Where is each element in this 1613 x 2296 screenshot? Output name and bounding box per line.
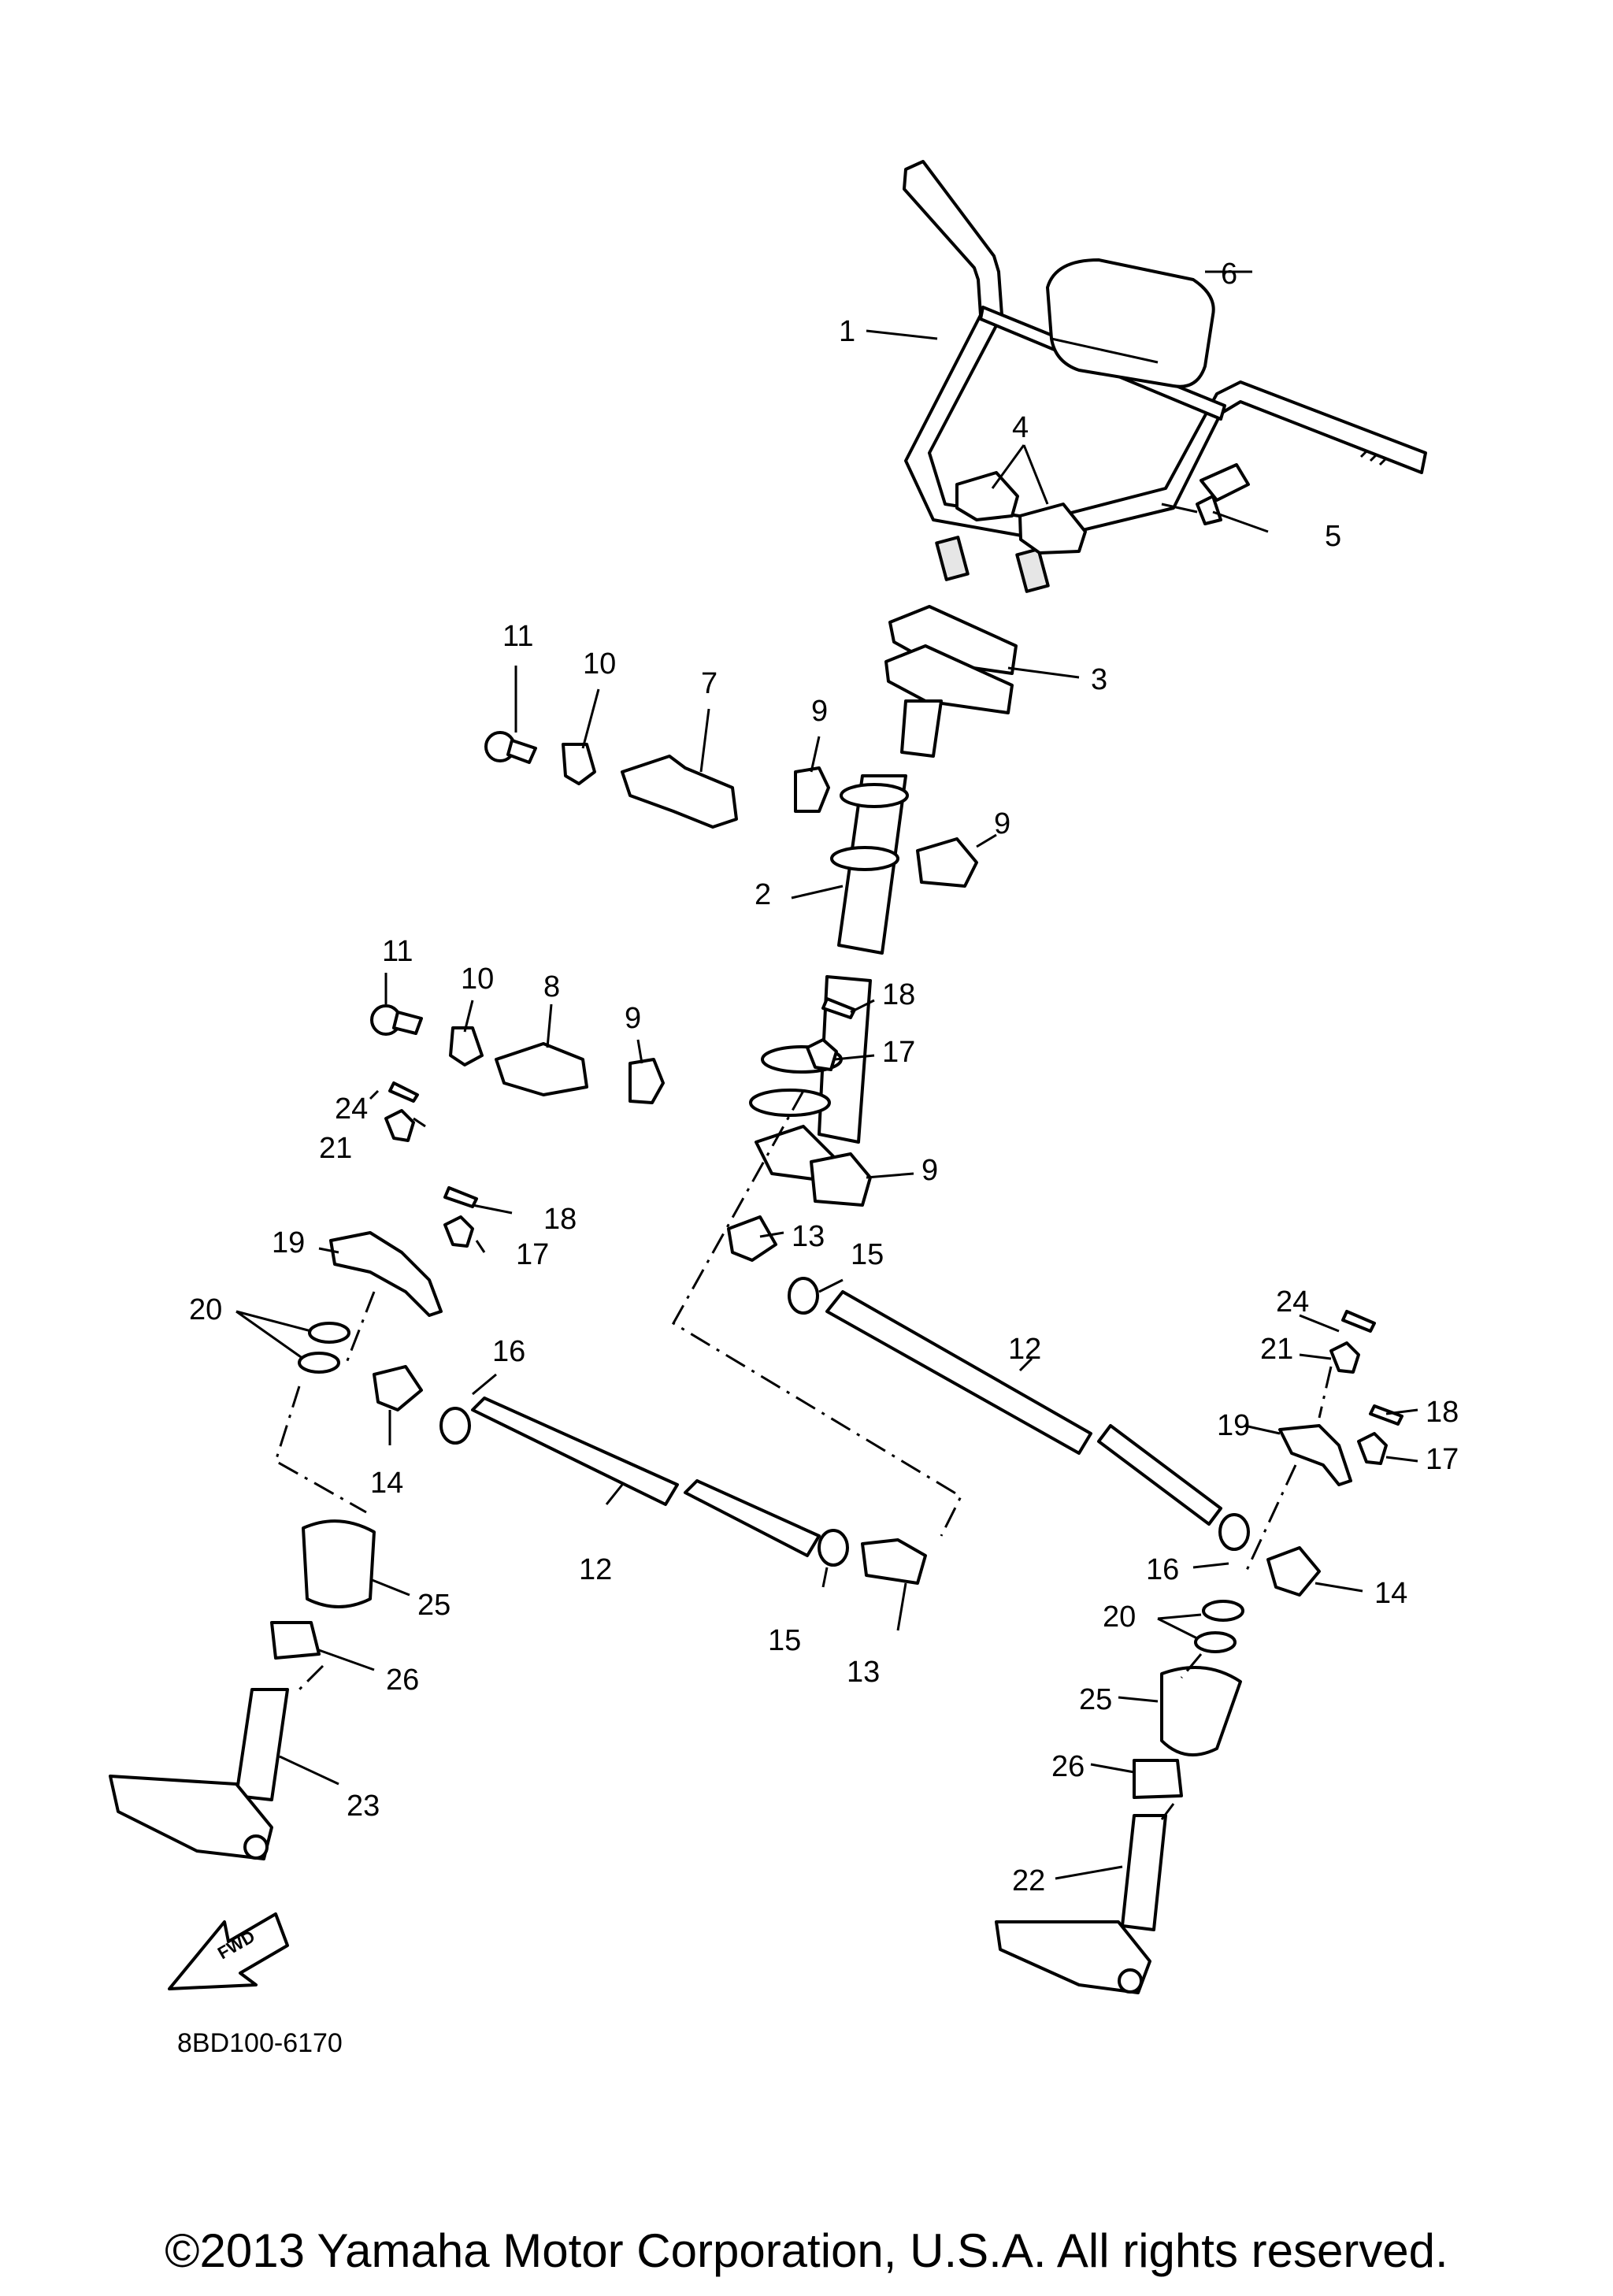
callout-20b: 20 (1103, 1601, 1136, 1634)
drawing-code: 8BD100-6170 (177, 2028, 343, 2058)
callout-11a: 11 (502, 620, 533, 653)
knuckle-left (109, 1688, 289, 1860)
callout-24b: 24 (1276, 1285, 1309, 1319)
callout-25a: 25 (417, 1589, 451, 1622)
fwd-arrow: FWD (168, 1912, 289, 1990)
callout-18c: 18 (1426, 1396, 1459, 1429)
pitman-arm-left (329, 1231, 443, 1317)
leader-lines (235, 270, 1418, 1880)
knuckle-right (995, 1814, 1167, 1994)
callout-21a: 21 (319, 1132, 352, 1165)
handlebar-holders (955, 471, 1087, 555)
callout-17b: 17 (516, 1238, 549, 1271)
callout-9c: 9 (625, 1002, 641, 1035)
callout-12b: 12 (579, 1553, 612, 1586)
callout-14b: 14 (1374, 1577, 1407, 1610)
callout-11b: 11 (382, 935, 413, 968)
callout-15a: 15 (851, 1238, 884, 1271)
callout-17c: 17 (1426, 1443, 1459, 1476)
callout-24a: 24 (335, 1092, 368, 1126)
callout-13b: 13 (847, 1656, 880, 1689)
callout-2: 2 (755, 878, 771, 911)
tie-rod-right (825, 1290, 1222, 1526)
tie-rod-left (471, 1397, 821, 1557)
callout-20a: 20 (189, 1293, 222, 1326)
callout-9a: 9 (811, 695, 828, 728)
upper-clamp (484, 731, 978, 888)
assembly-lines (274, 1090, 1333, 1820)
callout-1: 1 (839, 315, 855, 348)
pitman-arm-right (1278, 1424, 1352, 1486)
callout-8: 8 (543, 970, 560, 1003)
washers (298, 1322, 1244, 1653)
callout-18a: 18 (882, 978, 915, 1011)
callout-10b: 10 (461, 963, 494, 996)
callout-15b: 15 (768, 1624, 801, 1657)
callout-labels: 1 2 3 4 5 6 7 8 9 9 9 9 10 10 11 11 12 1… (189, 258, 1459, 1897)
callout-17a: 17 (882, 1036, 915, 1069)
callout-26a: 26 (386, 1664, 419, 1697)
callout-13a: 13 (792, 1220, 825, 1253)
callout-16a: 16 (492, 1335, 525, 1368)
callout-23: 23 (347, 1790, 380, 1823)
handlebar-cover (1046, 258, 1215, 388)
callout-12a: 12 (1008, 1333, 1041, 1366)
callout-14a: 14 (370, 1467, 403, 1500)
callout-7: 7 (701, 667, 718, 700)
holder-bolt (1196, 463, 1250, 525)
callout-25b: 25 (1079, 1683, 1112, 1716)
tie-rod-ends (373, 1215, 1321, 1597)
callout-6: 6 (1221, 258, 1237, 291)
lower-clamp (370, 1004, 872, 1207)
callout-18b: 18 (543, 1203, 577, 1236)
callout-3: 3 (1091, 663, 1107, 696)
callout-10a: 10 (583, 647, 616, 681)
callout-21b: 21 (1260, 1333, 1293, 1366)
callout-16b: 16 (1146, 1553, 1179, 1586)
lower-holder (884, 605, 1018, 714)
callout-19a: 19 (272, 1226, 305, 1259)
callout-9b: 9 (994, 807, 1010, 840)
callout-9d: 9 (921, 1154, 938, 1187)
callout-22: 22 (1012, 1864, 1045, 1897)
callout-19b: 19 (1217, 1409, 1250, 1442)
callout-26b: 26 (1051, 1750, 1085, 1783)
callout-4: 4 (1012, 411, 1029, 444)
copyright-notice: ©2013 Yamaha Motor Corporation, U.S.A. A… (165, 2224, 1448, 2277)
collars-bushings (270, 1519, 1242, 1799)
callout-5: 5 (1325, 520, 1341, 553)
cotter-pins-nuts (384, 997, 1403, 1465)
steering-column (749, 699, 943, 1183)
